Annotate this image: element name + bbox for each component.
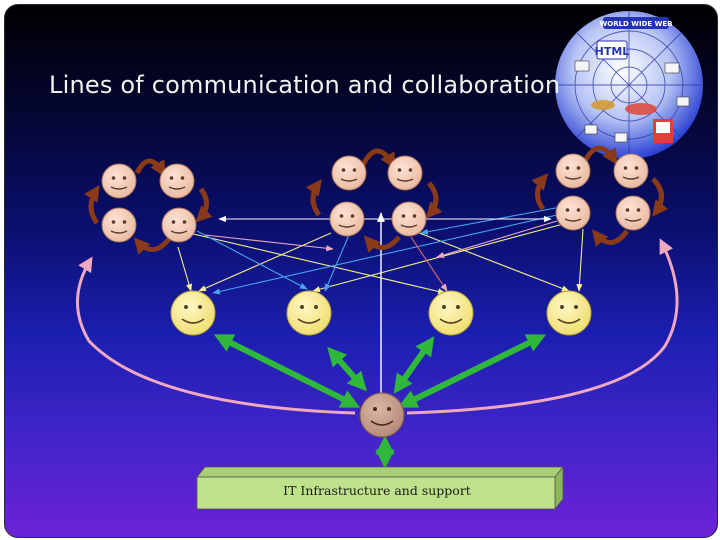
- infrastructure-box: [196, 465, 564, 511]
- www-globe-icon: WORLD WIDE WEB HTML: [555, 11, 703, 159]
- team-right: [531, 145, 669, 247]
- slide-title: Lines of communication and collaboration: [49, 71, 561, 99]
- green-links: [213, 334, 547, 469]
- member-2: [286, 290, 332, 336]
- slide: WORLD WIDE WEB HTML: [4, 4, 718, 538]
- svg-text:HTML: HTML: [595, 45, 630, 58]
- member-1: [170, 290, 216, 336]
- team-left: [84, 158, 213, 255]
- team-center: [305, 148, 443, 253]
- connector-lines: [177, 206, 584, 399]
- communication-diagram: WORLD WIDE WEB HTML: [76, 11, 703, 511]
- pink-links: [76, 238, 679, 415]
- infrastructure-label: IT Infrastructure and support: [283, 483, 471, 498]
- member-3: [428, 290, 474, 336]
- svg-text:WORLD WIDE WEB: WORLD WIDE WEB: [600, 20, 673, 28]
- hub-person: [359, 392, 405, 438]
- member-4: [546, 290, 592, 336]
